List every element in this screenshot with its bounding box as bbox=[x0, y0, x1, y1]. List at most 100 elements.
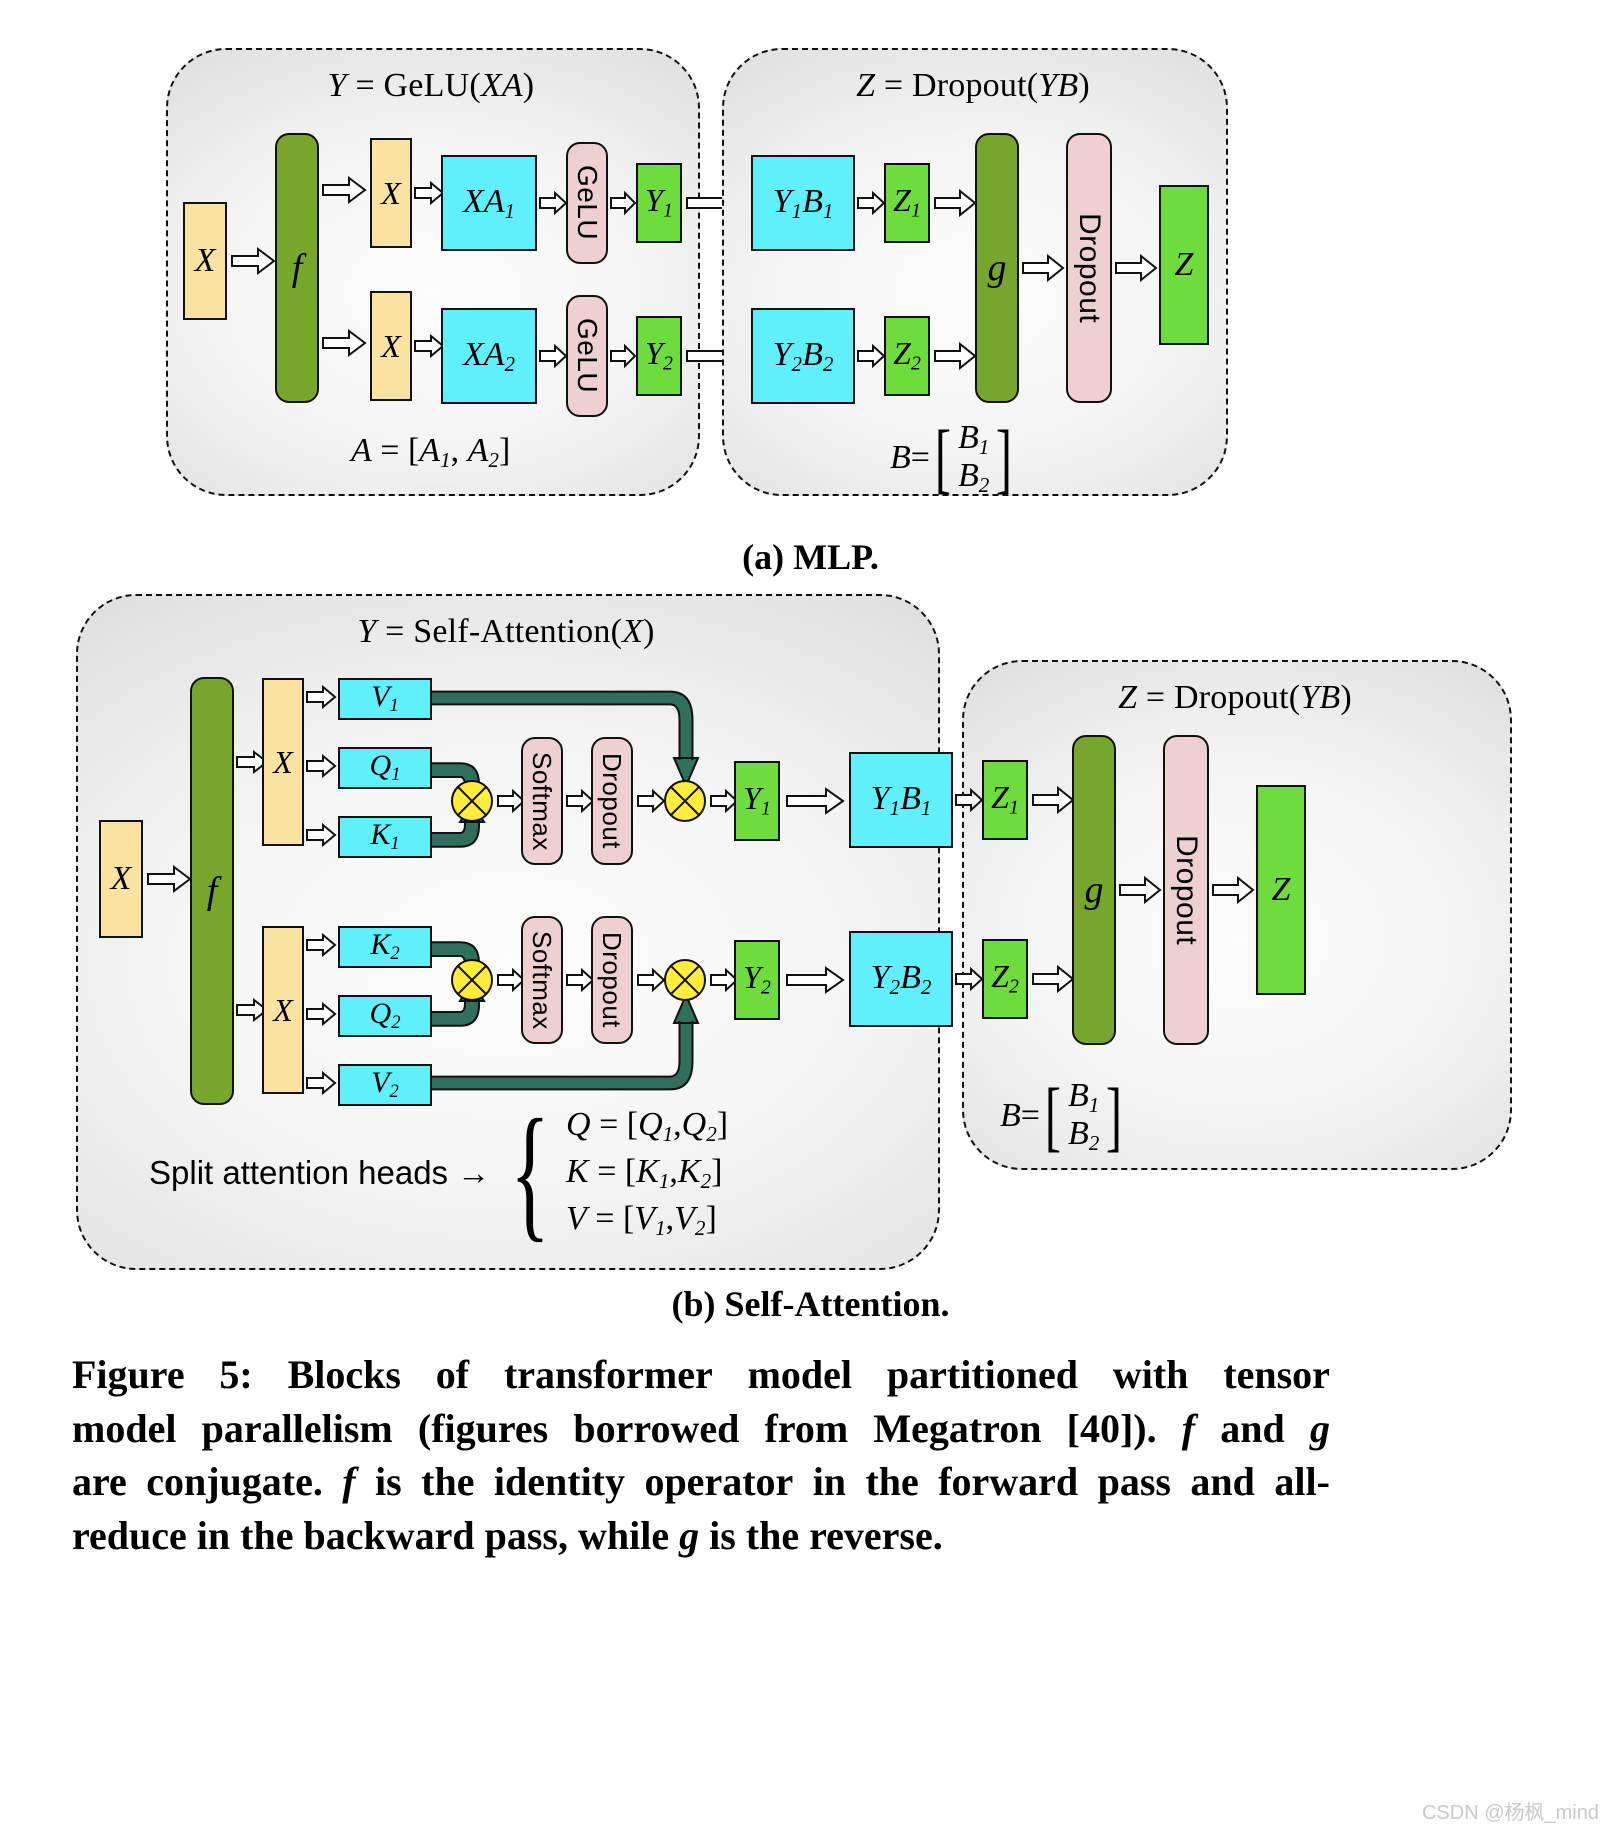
arrow-attn-dropout-to-z bbox=[1212, 875, 1255, 905]
mlp-y1-label: Y1 bbox=[645, 182, 673, 222]
arrow-gelu1-to-y1 bbox=[610, 190, 637, 216]
mlp-dropout-title-z: Z bbox=[856, 67, 876, 104]
arrow-softmax1-to-dropout1 bbox=[566, 788, 595, 814]
multiply-node-head1-qk bbox=[451, 780, 493, 822]
attention-softmax1-box: Softmax bbox=[521, 737, 563, 865]
watermark: CSDN @杨枫_mind bbox=[1421, 1802, 1599, 1824]
arrow-x2-to-v2 bbox=[306, 1070, 337, 1096]
arrow-x2-to-q2 bbox=[306, 1001, 337, 1027]
mlp-gelu-title-close: ) bbox=[522, 67, 535, 104]
mlp-dropout-title: Z = Dropout(YB) bbox=[722, 66, 1224, 105]
mlp-subcaption: (a) MLP. bbox=[742, 537, 879, 577]
attention-dropout-panel bbox=[962, 660, 1512, 1170]
arrow-x2-to-k2 bbox=[306, 932, 337, 958]
mlp-z2-label: Z2 bbox=[893, 335, 921, 375]
attention-title-y: Y bbox=[357, 613, 377, 650]
mlp-xa2-label: XA2 bbox=[462, 335, 516, 376]
arrow-attn-f-to-x1 bbox=[236, 749, 269, 775]
attn-dropout-title-arg: YB bbox=[1300, 679, 1341, 716]
attn-dropout-box: Dropout bbox=[1163, 735, 1209, 1045]
mlp-z2-box: Z2 bbox=[884, 316, 930, 396]
attention-dropout2-label: Dropout bbox=[597, 932, 627, 1028]
mlp-branch-x1-box: X bbox=[370, 138, 412, 248]
mlp-xa1-label: XA1 bbox=[462, 182, 516, 223]
multiply-node-head1-av bbox=[664, 780, 706, 822]
mlp-branch-x2-box: X bbox=[370, 291, 412, 401]
arrow-x2-to-xa2 bbox=[414, 333, 445, 359]
attention-k2-label: K2 bbox=[370, 928, 400, 965]
arrow-attn-y1-to-y1b1 bbox=[786, 787, 845, 815]
arrow-attn-y1b1-to-z1 bbox=[955, 787, 984, 813]
mlp-gelu-title-eq: = GeLU( bbox=[346, 67, 481, 104]
mlp-f-label: f bbox=[291, 247, 303, 289]
attention-softmax2-label: Softmax bbox=[527, 930, 557, 1030]
attn-y2b2-box: Y2B2 bbox=[849, 931, 953, 1027]
mlp-gelu1-label: GeLU bbox=[572, 165, 603, 241]
attention-title-close: ) bbox=[643, 613, 655, 650]
attention-dropout2-box: Dropout bbox=[591, 916, 633, 1044]
mlp-gelu-title: Y = GeLU(XA) bbox=[166, 66, 696, 105]
arrow-mul2b-to-y2 bbox=[710, 967, 739, 993]
attn-y2b2-label: Y2B2 bbox=[870, 958, 932, 999]
attn-z1-label: Z1 bbox=[991, 779, 1019, 819]
arrow-attn-x-to-f bbox=[147, 865, 192, 893]
attention-branch-x2-box: X bbox=[262, 926, 304, 1094]
arrow-mul1b-to-y1 bbox=[710, 788, 739, 814]
mlp-footer-b: B = [ B1 B2 ] bbox=[890, 414, 1013, 502]
attention-v2-box: V2 bbox=[338, 1064, 432, 1106]
split-heads-row-k: K = [K1,K2] bbox=[566, 1153, 723, 1194]
attention-dropout-title: Z = Dropout(YB) bbox=[962, 678, 1508, 717]
mlp-input-x-box: X bbox=[183, 202, 227, 320]
arrow-x1-to-k1 bbox=[306, 822, 337, 848]
attention-y1-label: Y1 bbox=[743, 780, 771, 820]
mlp-input-x-label: X bbox=[194, 242, 216, 279]
attention-input-x-box: X bbox=[99, 820, 143, 938]
arrow-dropout2-to-mul2b bbox=[637, 967, 666, 993]
left-brace-icon: { bbox=[510, 1089, 550, 1256]
mlp-branch-x1-label: X bbox=[381, 175, 401, 211]
attn-dropout-label: Dropout bbox=[1170, 834, 1203, 946]
arrow-y2b2-to-z2 bbox=[857, 343, 886, 369]
attn-y1b1-box: Y1B1 bbox=[849, 752, 953, 848]
arrow-softmax2-to-dropout2 bbox=[566, 967, 595, 993]
arrow-mul2-to-softmax2 bbox=[497, 967, 526, 993]
multiply-node-head2-av bbox=[664, 959, 706, 1001]
arrow-attn-g-to-dropout bbox=[1119, 875, 1162, 905]
attn-z2-label: Z2 bbox=[991, 958, 1019, 998]
attention-v1-box: V1 bbox=[338, 678, 432, 720]
arrow-z2-to-g bbox=[934, 341, 977, 371]
attention-k1-label: K1 bbox=[370, 818, 400, 855]
mlp-branch-x2-label: X bbox=[381, 328, 401, 364]
mlp-dropout-box: Dropout bbox=[1066, 133, 1112, 403]
arrow-g-to-dropout bbox=[1022, 253, 1065, 283]
mlp-z-label: Z bbox=[1174, 246, 1194, 283]
arrow-y1b1-to-z1 bbox=[857, 190, 886, 216]
attn-y1b1-label: Y1B1 bbox=[870, 779, 932, 820]
attention-softmax1-label: Softmax bbox=[527, 751, 557, 851]
mlp-g-label: g bbox=[987, 247, 1007, 289]
attention-title-eq: = Self-Attention( bbox=[376, 613, 623, 650]
attn-dropout-title-eq: = Dropout( bbox=[1137, 679, 1301, 716]
mlp-gelu2-box: GeLU bbox=[566, 295, 608, 417]
attn-z-label: Z bbox=[1271, 871, 1291, 908]
attention-dropout1-label: Dropout bbox=[597, 753, 627, 849]
figure-caption-line-4: reduce in the backward pass, while g is … bbox=[72, 1512, 943, 1558]
arrow-f-to-x1 bbox=[322, 176, 367, 204]
mlp-gelu2-label: GeLU bbox=[572, 318, 603, 394]
attention-q1-label: Q1 bbox=[369, 749, 401, 786]
arrow-attn-z2-to-g bbox=[1032, 964, 1075, 994]
attention-k1-box: K1 bbox=[338, 816, 432, 858]
mlp-gelu-panel bbox=[166, 48, 700, 496]
mlp-gelu-title-y: Y bbox=[327, 67, 347, 104]
attention-dropout1-box: Dropout bbox=[591, 737, 633, 865]
mlp-gelu1-box: GeLU bbox=[566, 142, 608, 264]
mlp-gelu-title-arg: XA bbox=[480, 67, 523, 104]
split-heads-row-q: Q = [Q1,Q2] bbox=[566, 1106, 729, 1146]
attention-q2-box: Q2 bbox=[338, 995, 432, 1037]
mlp-y2-label: Y2 bbox=[645, 335, 673, 375]
arrow-x1-to-q1 bbox=[306, 753, 337, 779]
